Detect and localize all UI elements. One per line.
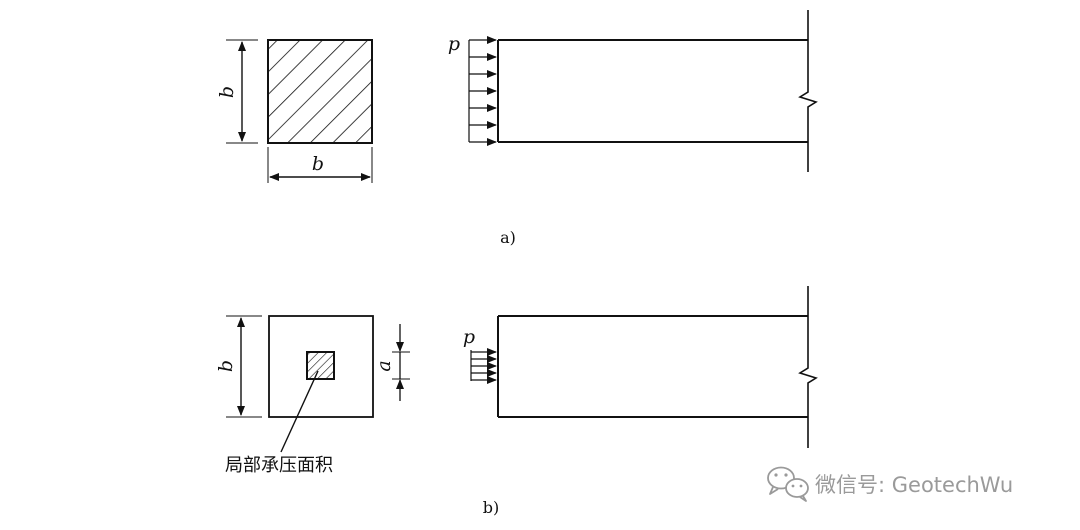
break-line-b — [798, 286, 818, 448]
local-area-label: 局部承压面积 — [225, 455, 333, 476]
elevation-a — [497, 10, 818, 172]
caption-a: a) — [500, 228, 516, 247]
dimension-local-a: a — [373, 324, 410, 401]
caption-b: b) — [483, 498, 499, 517]
break-line-a — [798, 10, 818, 172]
uniform-load-a: p — [448, 33, 497, 146]
load-label-a: p — [448, 33, 460, 55]
panel-b: b a 局部承压面积 p b) — [215, 286, 818, 517]
load-label-b: p — [463, 326, 475, 348]
panel-a: b b p a) — [216, 10, 818, 247]
local-size-label: a — [373, 360, 395, 371]
local-bearing-area — [307, 352, 334, 379]
watermark: 微信号: GeotechWu — [767, 466, 1013, 502]
wechat-icon — [767, 466, 809, 502]
watermark-text: 微信号: GeotechWu — [815, 473, 1013, 497]
local-load-b: p — [463, 326, 497, 384]
dimension-height-a: b — [216, 39, 258, 144]
width-label-a: b — [312, 153, 324, 175]
leader-line — [280, 370, 319, 453]
cross-section-a — [267, 39, 373, 144]
height-label-a: b — [216, 86, 238, 98]
dimension-height-b: b — [215, 315, 262, 418]
height-label-b: b — [215, 360, 237, 372]
dimension-width-a: b — [267, 147, 373, 183]
elevation-b — [497, 286, 818, 448]
cross-section-b — [268, 315, 374, 418]
